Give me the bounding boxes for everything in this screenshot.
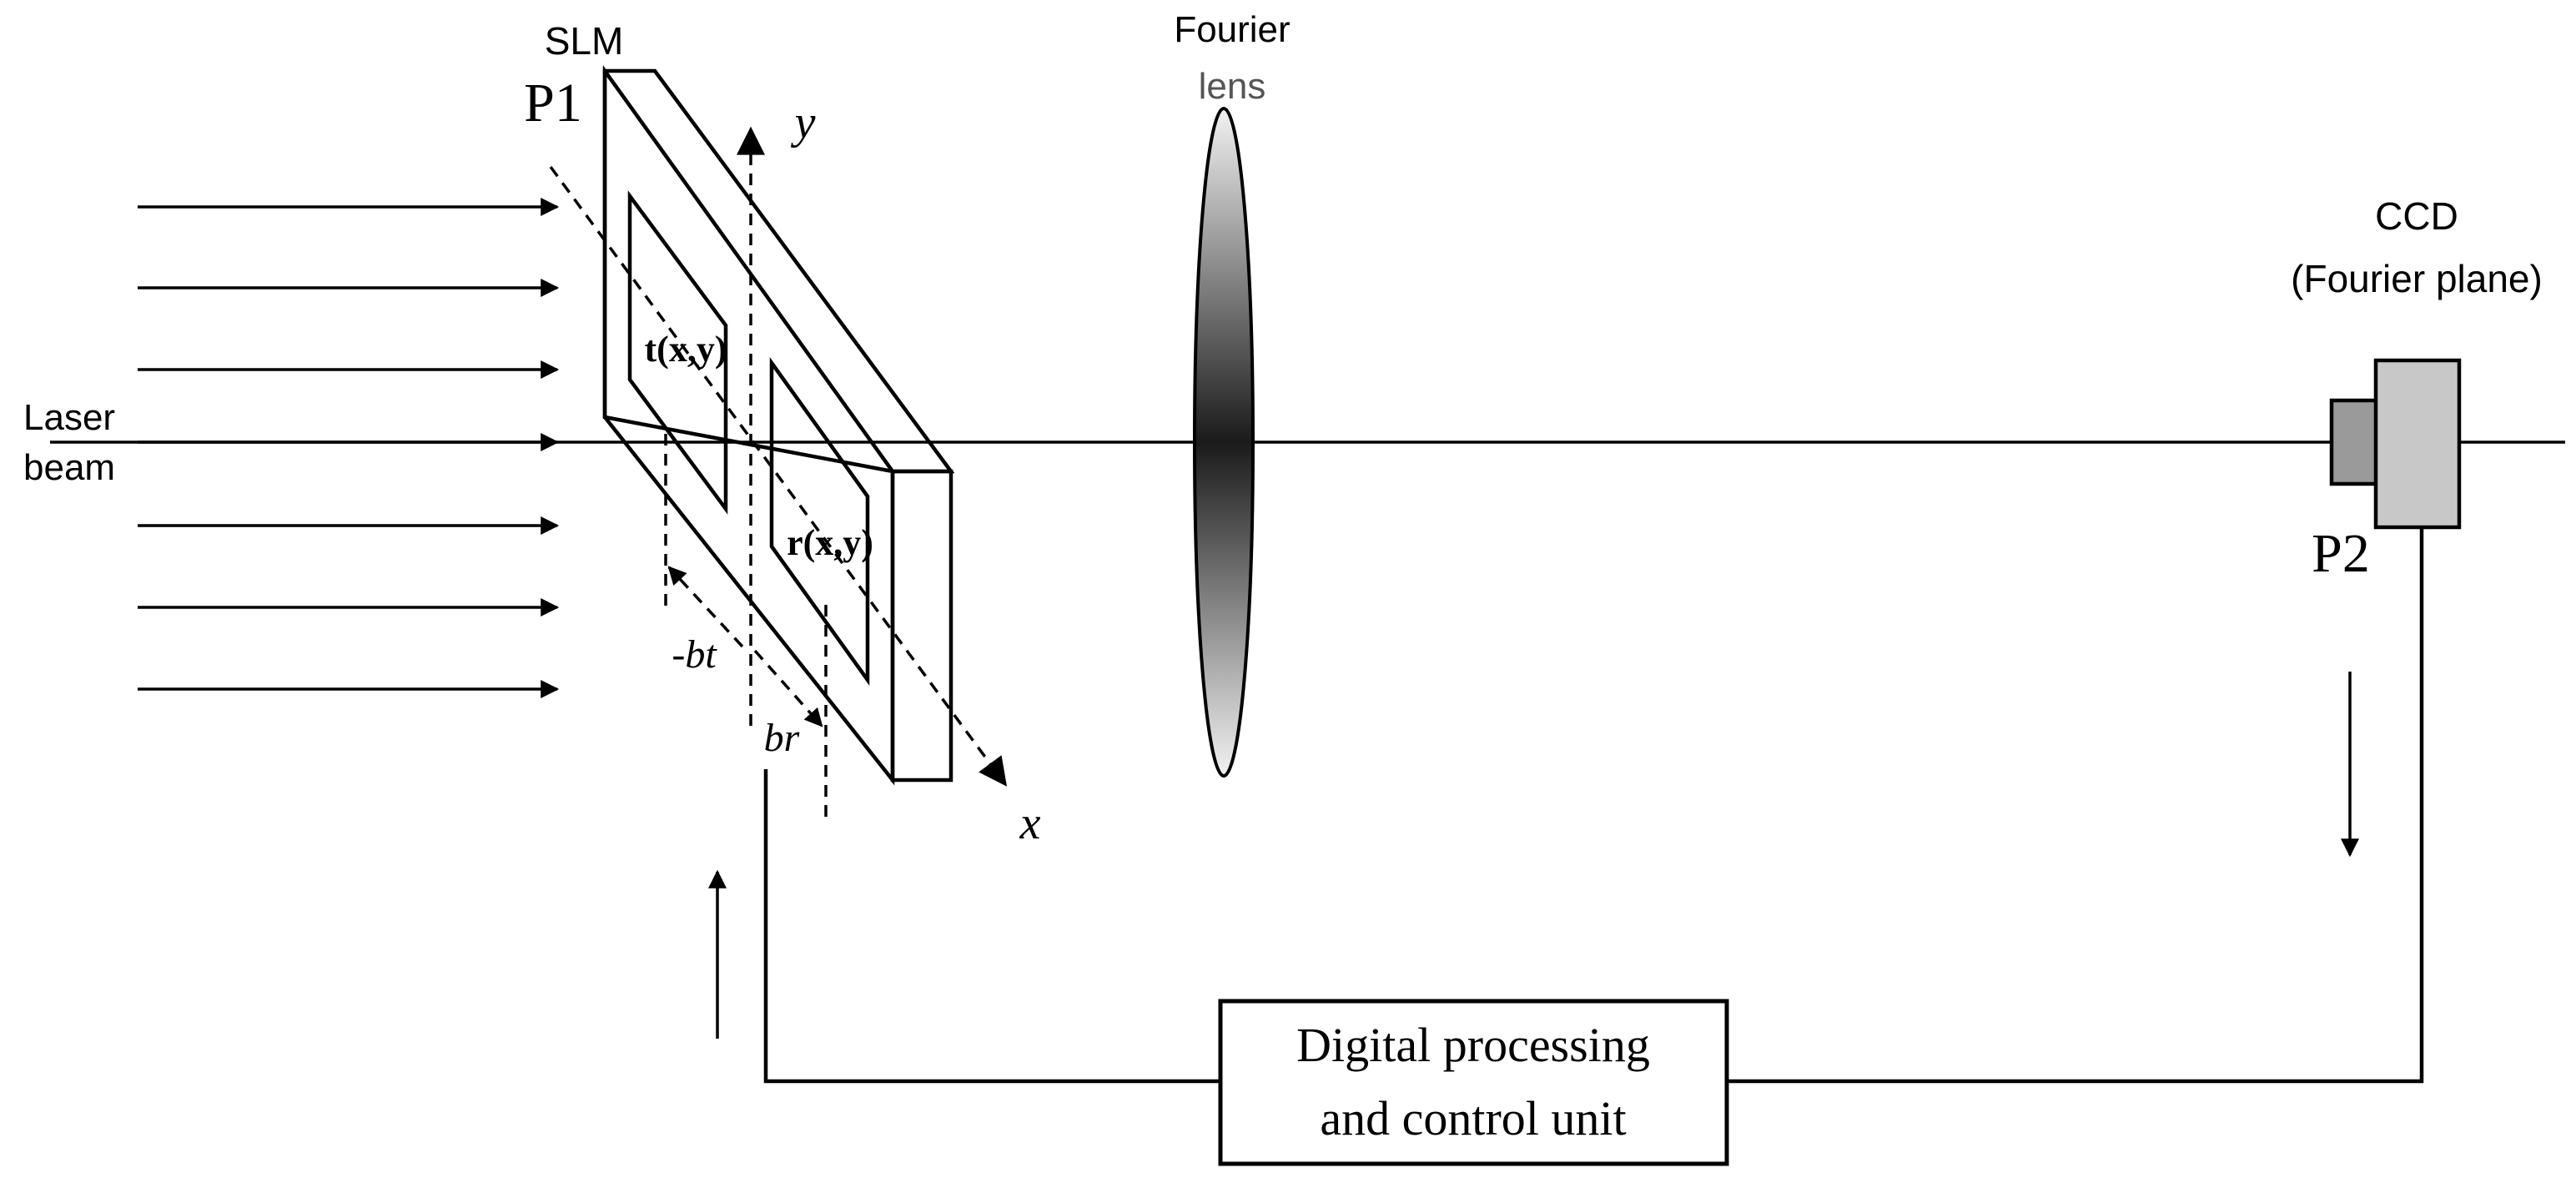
bt-dimension-arrow bbox=[667, 566, 744, 648]
lens-label-line2: lens bbox=[1199, 66, 1266, 107]
processing-unit-box bbox=[1218, 999, 1729, 1166]
processing-unit-label-line2: and control unit bbox=[1320, 1091, 1626, 1145]
processing-unit-label-line1: Digital processing bbox=[1296, 1018, 1650, 1072]
slm-plate bbox=[602, 65, 955, 786]
p1-label: P1 bbox=[524, 73, 582, 133]
ccd-nose bbox=[2329, 398, 2380, 486]
p2-label: P2 bbox=[2312, 523, 2370, 584]
slm-front-panel bbox=[602, 65, 895, 786]
y-axis-label: y bbox=[791, 97, 816, 148]
r-region-window bbox=[769, 357, 870, 686]
x-axis-label: x bbox=[1019, 798, 1041, 849]
slm-front-face bbox=[602, 68, 955, 474]
neg-bt-label: -bt bbox=[672, 632, 717, 677]
lens-label-line1: Fourier bbox=[1174, 9, 1290, 50]
feedback-wire bbox=[1727, 527, 2424, 1084]
fourier-lens bbox=[1193, 107, 1255, 778]
x-axis-arrow bbox=[549, 165, 1008, 787]
ccd-body bbox=[2373, 358, 2462, 530]
r-region-label: r(x,y) bbox=[787, 522, 873, 563]
laser-beam-rays bbox=[138, 198, 560, 698]
ccd-label-line2: (Fourier plane) bbox=[2291, 257, 2543, 300]
slm-side-face bbox=[890, 469, 953, 783]
ccd-camera bbox=[2329, 358, 2462, 530]
ccd-label-line1: CCD bbox=[2375, 194, 2458, 238]
feedback-wire bbox=[763, 769, 1220, 1084]
br-label: br bbox=[764, 716, 800, 760]
slm-label: SLM bbox=[545, 19, 624, 63]
laser-label-line1: Laser bbox=[23, 397, 115, 438]
laser-label-line2: beam bbox=[23, 447, 115, 488]
br-dimension-arrow bbox=[753, 649, 823, 727]
t-region-label: t(x,y) bbox=[645, 329, 727, 370]
t-region-window bbox=[627, 190, 728, 515]
